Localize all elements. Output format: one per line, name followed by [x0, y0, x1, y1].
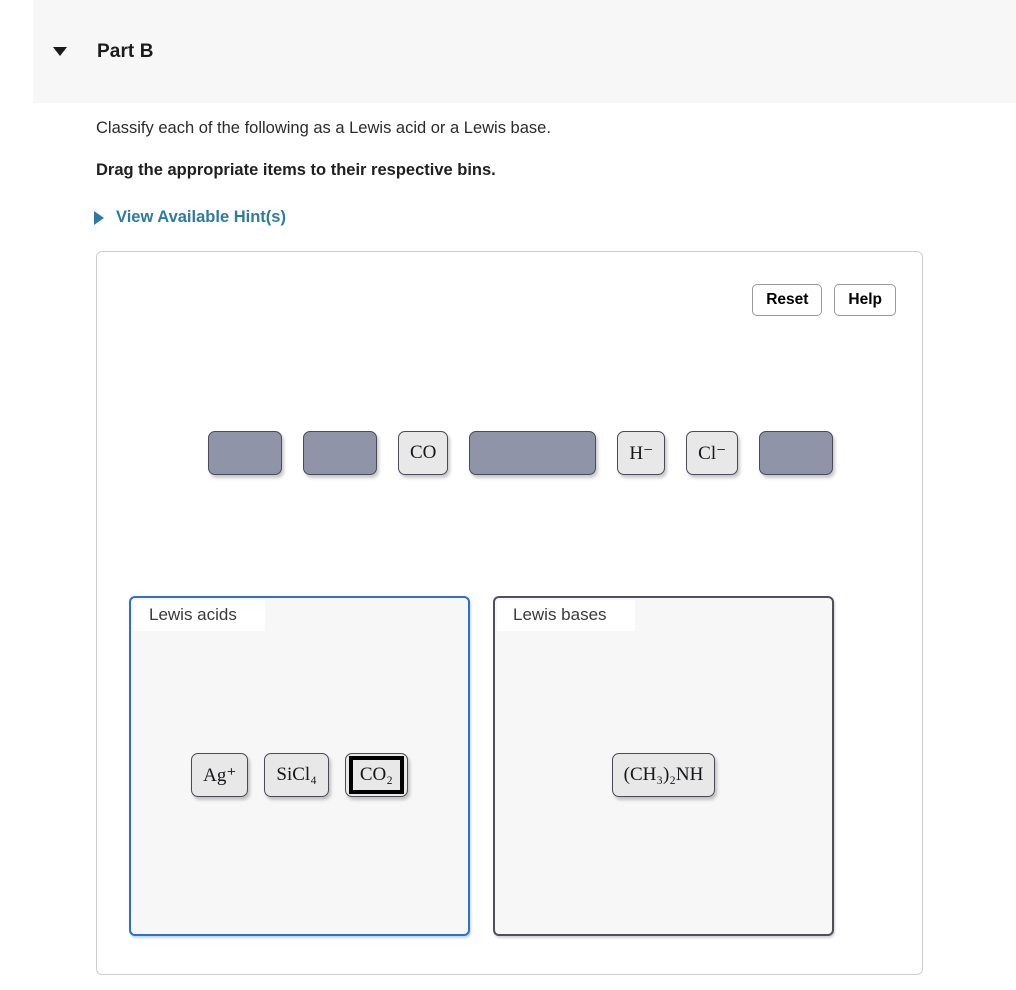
bin-label: Lewis acids [133, 600, 265, 631]
bin-lewis-bases[interactable]: Lewis bases (CH₃)₂NH [493, 596, 834, 936]
tile-label: H⁻ [629, 442, 654, 464]
question-instruction: Drag the appropriate items to their resp… [96, 161, 496, 179]
tray-tile[interactable]: H⁻ [617, 431, 666, 475]
page-title: Part B [97, 40, 154, 62]
tray-tile[interactable] [469, 431, 597, 475]
view-hints-link[interactable]: View Available Hint(s) [94, 208, 286, 227]
bin-label: Lewis bases [497, 600, 635, 631]
tray-tile[interactable] [303, 431, 377, 475]
bin-tile[interactable]: Ag⁺ [191, 753, 249, 797]
draggable-item-tray: CO H⁻ Cl⁻ [208, 431, 834, 475]
help-button[interactable]: Help [834, 284, 896, 317]
part-header-bar: Part B [33, 0, 1016, 103]
tray-tile[interactable]: Cl⁻ [686, 431, 739, 475]
caret-right-icon [94, 210, 104, 225]
tile-label: (CH₃)₂NH [623, 764, 704, 785]
selection-frame: CO₂ [348, 756, 404, 794]
tray-tile[interactable]: CO [398, 431, 449, 475]
tray-tile[interactable] [759, 431, 834, 475]
panel-toolbar: Reset Help [752, 284, 896, 317]
view-hints-label: View Available Hint(s) [116, 208, 286, 226]
reset-button[interactable]: Reset [752, 284, 823, 317]
question-prompt: Classify each of the following as a Lewi… [96, 119, 551, 137]
tile-label: Ag⁺ [203, 764, 237, 786]
bin-tile[interactable]: (CH₃)₂NH [611, 753, 716, 797]
caret-down-icon[interactable] [53, 47, 67, 56]
bin-tile[interactable]: CO₂ [344, 753, 408, 797]
tile-label: CO₂ [359, 764, 393, 785]
bin-contents: Ag⁺ SiCl₄ CO₂ [131, 753, 468, 797]
tile-label: CO [410, 442, 437, 463]
bin-tile[interactable]: SiCl₄ [264, 753, 329, 797]
tray-tile[interactable] [208, 431, 282, 475]
tile-label: Cl⁻ [698, 442, 727, 464]
bin-contents: (CH₃)₂NH [495, 753, 832, 797]
tile-label: SiCl₄ [276, 764, 317, 785]
